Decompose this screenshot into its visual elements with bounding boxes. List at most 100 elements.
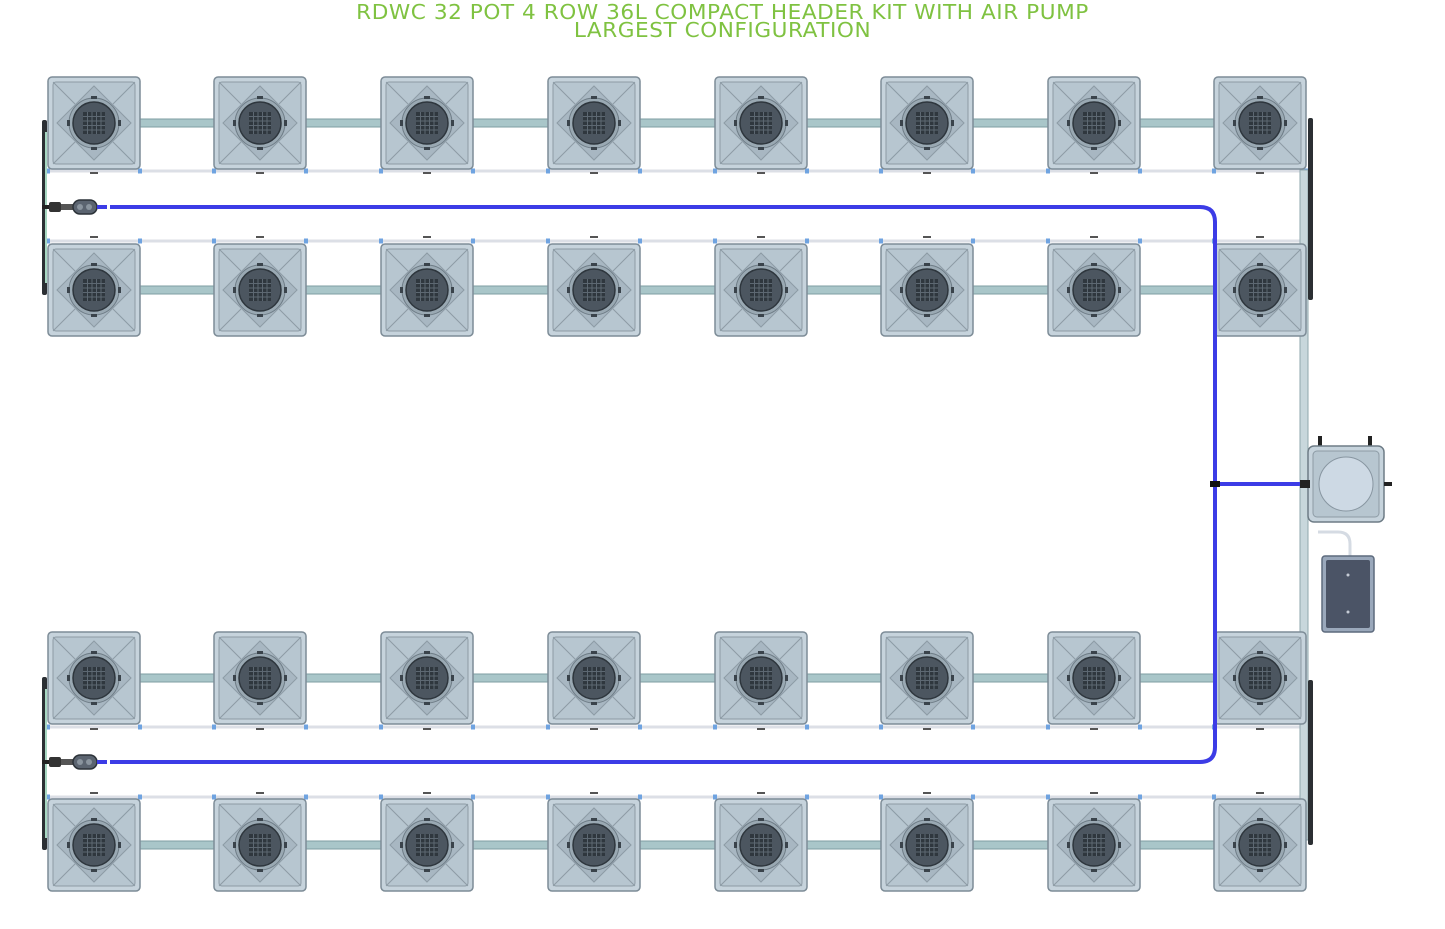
return-connector-4-7a bbox=[1046, 794, 1050, 800]
return-connector-2-7b bbox=[1138, 238, 1142, 244]
pot-icon bbox=[47, 798, 141, 892]
row-4-pipe-5 bbox=[806, 840, 882, 850]
return-clip-4-3 bbox=[423, 792, 431, 794]
pot-icon bbox=[547, 798, 641, 892]
row-3-pipe-5 bbox=[806, 673, 882, 683]
return-connector-3-4a bbox=[546, 724, 550, 730]
return-connector-1-3a bbox=[379, 168, 383, 174]
return-connector-2-5a bbox=[713, 238, 717, 244]
return-connector-2-6a bbox=[879, 238, 883, 244]
row-4-pipe-7 bbox=[1139, 840, 1215, 850]
return-clip-2-3 bbox=[423, 236, 431, 238]
return-clip-3-1 bbox=[90, 728, 98, 730]
row-1-pipe-7 bbox=[1139, 118, 1215, 128]
return-connector-4-4b bbox=[638, 794, 642, 800]
row-4-pipe-3 bbox=[472, 840, 549, 850]
return-clip-1-8 bbox=[1256, 172, 1264, 174]
return-connector-2-1a bbox=[46, 238, 50, 244]
return-connector-2-2a bbox=[212, 238, 216, 244]
pot-icon bbox=[880, 243, 974, 337]
air-pump-hose bbox=[1318, 530, 1352, 556]
pot-icon bbox=[1047, 631, 1141, 725]
return-connector-2-5b bbox=[805, 238, 809, 244]
row-2-pipe-4 bbox=[639, 285, 716, 295]
return-connector-1-1b bbox=[138, 168, 142, 174]
return-clip-4-6 bbox=[923, 792, 931, 794]
row-3-pipe-1 bbox=[139, 673, 215, 683]
return-connector-2-7a bbox=[1046, 238, 1050, 244]
pot-icon bbox=[380, 798, 474, 892]
row-3-pipe-4 bbox=[639, 673, 716, 683]
return-connector-4-6b bbox=[971, 794, 975, 800]
return-clip-4-8 bbox=[1256, 792, 1264, 794]
right-end-cap-1 bbox=[1308, 118, 1313, 300]
equipment-layer bbox=[42, 199, 1392, 770]
return-connector-4-4a bbox=[546, 794, 550, 800]
airline-lower bbox=[110, 484, 1217, 764]
return-clip-2-6 bbox=[923, 236, 931, 238]
pot-icon bbox=[47, 243, 141, 337]
air-stone-icon bbox=[42, 754, 108, 770]
pot-icon bbox=[880, 631, 974, 725]
return-clip-3-2 bbox=[256, 728, 264, 730]
return-connector-4-2a bbox=[212, 794, 216, 800]
return-connector-2-3b bbox=[471, 238, 475, 244]
pot-icon bbox=[714, 243, 808, 337]
return-clip-3-6 bbox=[923, 728, 931, 730]
return-connector-2-2b bbox=[304, 238, 308, 244]
pot-icon bbox=[1047, 798, 1141, 892]
return-connector-3-1b bbox=[138, 724, 142, 730]
return-clip-4-2 bbox=[256, 792, 264, 794]
return-connector-3-2a bbox=[212, 724, 216, 730]
return-connector-4-6a bbox=[879, 794, 883, 800]
return-clip-3-7 bbox=[1090, 728, 1098, 730]
return-connector-4-1b bbox=[138, 794, 142, 800]
return-clip-3-4 bbox=[590, 728, 598, 730]
pot-icon bbox=[1047, 243, 1141, 337]
return-clip-2-8 bbox=[1256, 236, 1264, 238]
pot-icon bbox=[880, 798, 974, 892]
pot-icon bbox=[213, 76, 307, 170]
return-clip-2-7 bbox=[1090, 236, 1098, 238]
return-connector-3-5a bbox=[713, 724, 717, 730]
airline-tee bbox=[1210, 481, 1220, 487]
pot-icon bbox=[714, 76, 808, 170]
diagram-title-line-2: LARGEST CONFIGURATION bbox=[573, 18, 872, 42]
pot-icon bbox=[380, 76, 474, 170]
return-connector-3-1a bbox=[46, 724, 50, 730]
return-clip-1-3 bbox=[423, 172, 431, 174]
return-connector-2-1b bbox=[138, 238, 142, 244]
return-connector-3-7b bbox=[1138, 724, 1142, 730]
row-1-pipe-1 bbox=[139, 118, 215, 128]
right-end-cap-2 bbox=[1308, 680, 1313, 845]
row-2-pipe-1 bbox=[139, 285, 215, 295]
return-connector-1-7a bbox=[1046, 168, 1050, 174]
airline-layer bbox=[110, 205, 1308, 764]
pot-icon bbox=[47, 76, 141, 170]
return-clip-1-7 bbox=[1090, 172, 1098, 174]
return-connector-1-7b bbox=[1138, 168, 1142, 174]
return-connector-4-3b bbox=[471, 794, 475, 800]
pot-icon bbox=[213, 243, 307, 337]
row-2-pipe-5 bbox=[806, 285, 882, 295]
return-connector-2-4b bbox=[638, 238, 642, 244]
pipes-layer bbox=[42, 118, 1313, 850]
pots-layer bbox=[47, 76, 1307, 892]
return-connector-2-3a bbox=[379, 238, 383, 244]
row-4-pipe-2 bbox=[305, 840, 382, 850]
return-connector-4-8a bbox=[1212, 794, 1216, 800]
return-clip-4-7 bbox=[1090, 792, 1098, 794]
return-connector-1-6b bbox=[971, 168, 975, 174]
pot-icon bbox=[1213, 798, 1307, 892]
row-3-pipe-2 bbox=[305, 673, 382, 683]
return-clip-3-5 bbox=[757, 728, 765, 730]
return-clip-1-2 bbox=[256, 172, 264, 174]
pot-icon bbox=[213, 798, 307, 892]
return-connector-4-2b bbox=[304, 794, 308, 800]
pot-icon bbox=[547, 76, 641, 170]
return-connector-1-2a bbox=[212, 168, 216, 174]
return-clip-2-2 bbox=[256, 236, 264, 238]
pot-icon bbox=[547, 243, 641, 337]
